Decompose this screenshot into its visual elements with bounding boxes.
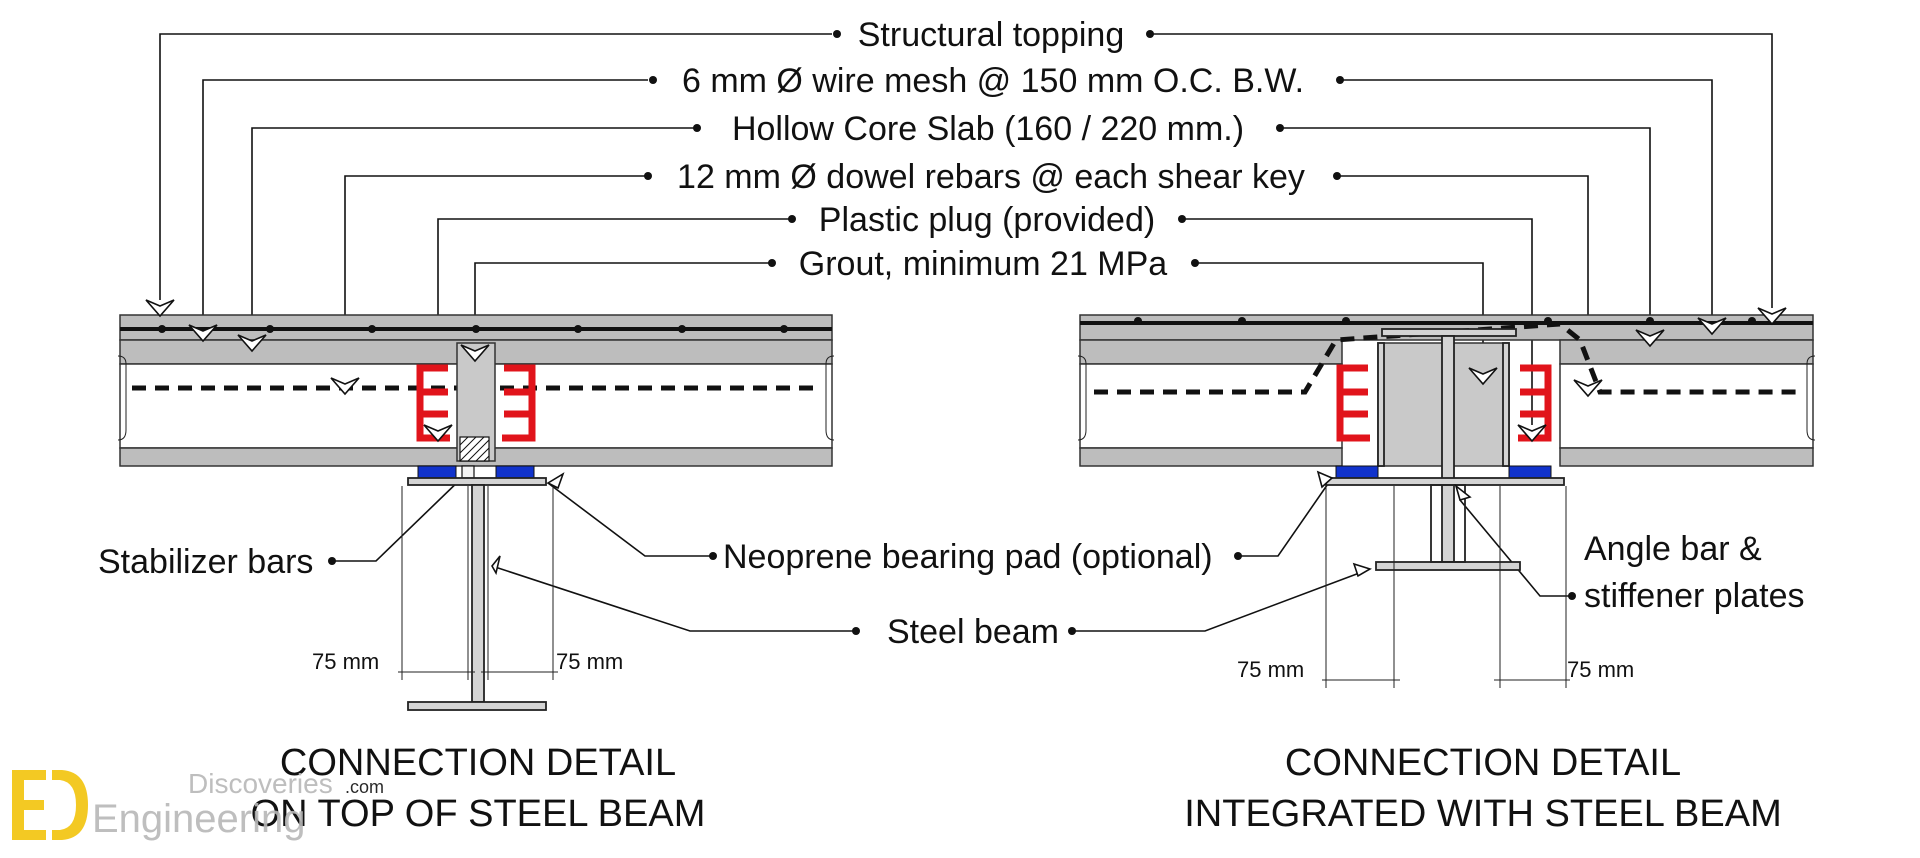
leader-plug-right: [1182, 218, 1533, 425]
leader-structural-topping-right: [1150, 33, 1773, 308]
right-detail: [1077, 314, 1816, 688]
leader-dowel-left: [344, 175, 645, 378]
title-left-line1: CONNECTION DETAIL: [280, 742, 676, 784]
callout-labels: Structural topping 6 mm Ø wire mesh @ 15…: [98, 16, 1805, 651]
label-hollow-core-slab: Hollow Core Slab (160 / 220 mm.): [732, 110, 1244, 148]
watermark-e-glyph: [12, 770, 46, 840]
title-right-line1: CONNECTION DETAIL: [1285, 742, 1681, 784]
right-slab-left-core: [1079, 363, 1343, 449]
leader-steel-beam-left: [491, 565, 855, 632]
left-slab-end-right: [825, 355, 835, 441]
label-plastic-plug: Plastic plug (provided): [819, 201, 1155, 239]
left-beam-top-flange: [407, 477, 547, 486]
watermark-line1: Discoveries: [188, 768, 333, 799]
leader-structural-topping-left: [159, 33, 832, 300]
leader-wire-mesh-right: [1340, 79, 1713, 318]
leader-hollow-core-left: [251, 127, 694, 335]
leader-neoprene-right: [1238, 477, 1333, 557]
left-detail: [117, 314, 835, 711]
right-stiffener-left: [1377, 342, 1385, 467]
leader-stabilizer: [332, 472, 468, 562]
leader-steel-beam-right: [1072, 568, 1371, 632]
leader-dowel-right: [1337, 175, 1589, 380]
right-neoprene-pad-right: [1508, 465, 1552, 479]
left-red-frame-left-ribs: [420, 388, 448, 418]
right-slab-right-top-flange: [1559, 339, 1814, 365]
right-red-frame-left-ribs: [1340, 388, 1368, 418]
leader-arrowheads: [145, 299, 1787, 578]
label-steel-beam: Steel beam: [887, 613, 1059, 651]
dim-left-a: 75 mm: [312, 649, 379, 674]
right-red-frame-left: [1336, 364, 1370, 442]
watermark-d-glyph: [52, 770, 88, 840]
right-angle-bar: [1325, 477, 1565, 486]
right-slab-left-top-flange: [1079, 339, 1343, 365]
left-stabilizer-bar: [461, 465, 475, 479]
left-beam-web: [471, 484, 485, 703]
dim-right-b: 75 mm: [1567, 657, 1634, 682]
left-red-frame-right: [502, 364, 536, 442]
left-red-frame-right-ribs: [504, 388, 532, 418]
title-right-line2: INTEGRATED WITH STEEL BEAM: [1184, 793, 1782, 835]
label-stabilizer-bars: Stabilizer bars: [98, 543, 313, 581]
right-slab-right-bottom-flange: [1559, 447, 1814, 467]
left-beam-bottom-flange: [407, 701, 547, 711]
right-neoprene-pad-left: [1335, 465, 1379, 479]
label-dowel-rebars: 12 mm Ø dowel rebars @ each shear key: [677, 158, 1305, 196]
watermark-suffix: .com: [345, 777, 384, 797]
title-left-line2: ON TOP OF STEEL BEAM: [251, 793, 706, 835]
left-neoprene-pad-left: [417, 465, 457, 479]
leader-wire-mesh-left: [202, 79, 648, 325]
right-slab-end-right: [1806, 355, 1816, 441]
right-stiffener-right: [1502, 342, 1510, 467]
right-beam-bottom-flange: [1375, 561, 1521, 571]
rebar-dots: [158, 317, 1756, 333]
right-slab-left-bottom-flange: [1079, 447, 1343, 467]
callout-leaders: [159, 33, 1773, 632]
leader-neoprene-left: [547, 482, 712, 557]
right-red-frame-right-ribs: [1520, 388, 1548, 418]
leader-hollow-core-right: [1280, 127, 1651, 330]
right-beam-top-plate: [1381, 328, 1517, 337]
right-beam-web-outline: [1430, 484, 1466, 563]
watermark-logo: Discoveries .com Engineering: [12, 768, 384, 841]
left-neoprene-pad-right: [495, 465, 535, 479]
label-wire-mesh: 6 mm Ø wire mesh @ 150 mm O.C. B.W.: [682, 62, 1304, 100]
left-slab-end-left: [117, 355, 127, 441]
dimension-labels: 75 mm 75 mm 75 mm 75 mm: [312, 649, 1634, 682]
detail-titles: CONNECTION DETAIL ON TOP OF STEEL BEAM C…: [251, 742, 1782, 835]
label-structural-topping: Structural topping: [858, 16, 1125, 54]
watermark-line2: Engineering: [92, 797, 306, 841]
left-plastic-plug: [459, 436, 490, 462]
right-dowel-rebar: [1094, 321, 1800, 395]
left-plug-hatch: [459, 436, 490, 462]
right-slab-right-core: [1559, 363, 1814, 449]
label-grout: Grout, minimum 21 MPa: [799, 245, 1168, 283]
leader-angle-bar: [1459, 499, 1572, 597]
label-neoprene-pad: Neoprene bearing pad (optional): [723, 538, 1213, 576]
label-angle-bar-line2: stiffener plates: [1584, 577, 1805, 615]
right-slab-end-left: [1077, 355, 1087, 441]
label-angle-bar-line1: Angle bar &: [1584, 530, 1762, 568]
dim-left-b: 75 mm: [556, 649, 623, 674]
dim-right-a: 75 mm: [1237, 657, 1304, 682]
